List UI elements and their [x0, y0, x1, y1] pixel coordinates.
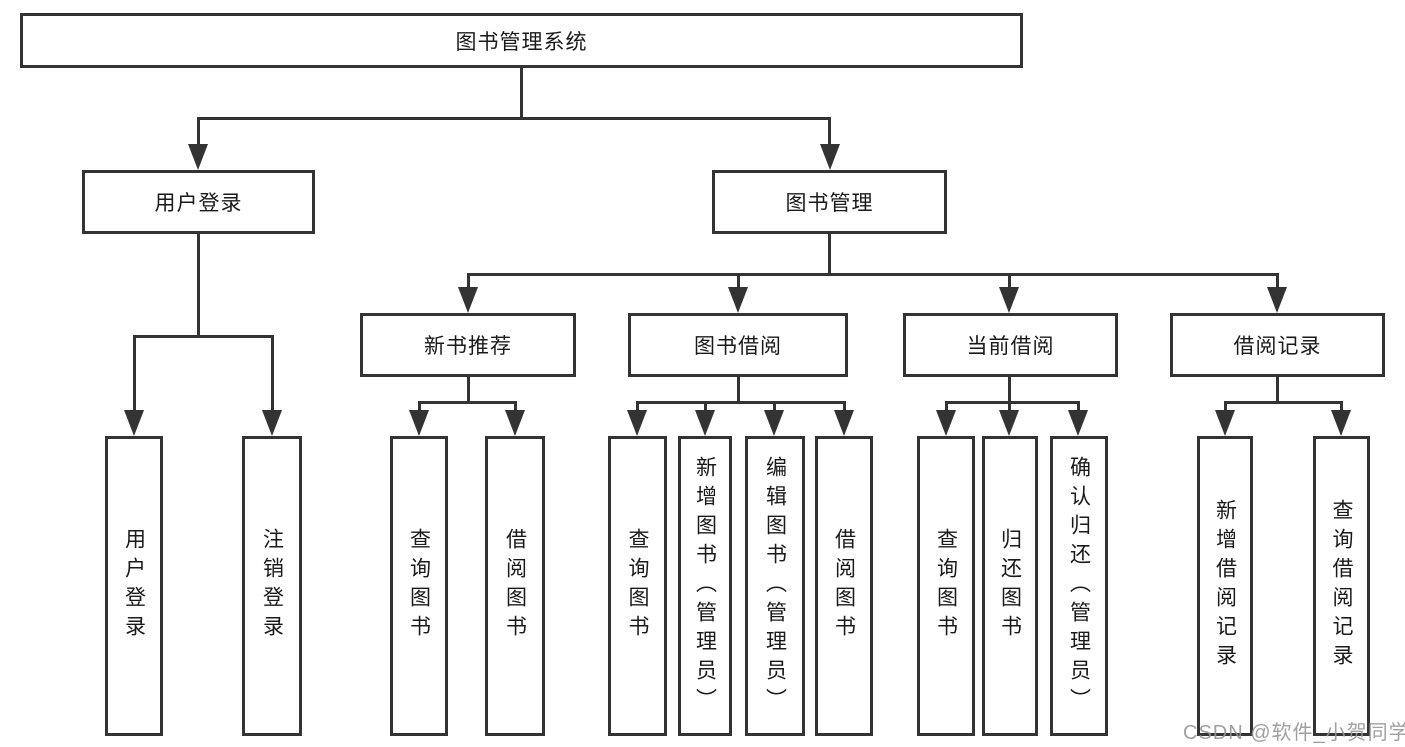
leaf-borrow-borrow-book-label: 借阅图书: [832, 528, 856, 644]
node-borrow-record: 借阅记录: [1170, 313, 1385, 377]
node-new-book-recommend: 新书推荐: [360, 313, 576, 377]
connector-to-leaf-logout: [271, 335, 274, 413]
connector-bookborrow-stem: [737, 377, 740, 404]
leaf-logout-label: 注销登录: [260, 528, 284, 644]
connector-bookmgmt-bar: [467, 273, 1279, 276]
node-new-book-recommend-label: 新书推荐: [424, 335, 512, 358]
leaf-current-query-book: 查询图书: [917, 436, 975, 736]
connector-to-cb-return: [1008, 401, 1011, 413]
leaf-borrow-add-book-admin-label: 新增图书（管理员）: [693, 455, 717, 717]
connector-to-br-query: [1340, 401, 1343, 413]
connector-to-curborrow: [1008, 273, 1011, 291]
leaf-recommend-query-book-label: 查询图书: [407, 528, 431, 644]
connector-to-cb-confirm: [1077, 401, 1080, 413]
leaf-recommend-query-book: 查询图书: [390, 436, 448, 736]
arrow-to-br-add: [1215, 410, 1235, 436]
connector-borrowrec-stem: [1276, 377, 1279, 404]
connector-to-bb-edit: [773, 401, 776, 413]
node-book-borrow: 图书借阅: [628, 313, 848, 377]
connector-curborrow-stem: [1008, 377, 1011, 404]
arrow-to-rec-query: [409, 410, 429, 436]
leaf-current-confirm-return-admin: 确认归还（管理员）: [1050, 436, 1108, 736]
leaf-recommend-borrow-book: 借阅图书: [485, 436, 545, 736]
arrow-to-leaf-login: [124, 410, 144, 436]
arrow-to-bb-edit: [764, 410, 784, 436]
connector-bookmgmt-stem: [828, 234, 831, 276]
arrow-to-newbookrec: [458, 287, 478, 313]
connector-to-leaf-login: [133, 335, 136, 413]
connector-borrowrec-bar: [1224, 401, 1342, 404]
leaf-recommend-borrow-book-label: 借阅图书: [503, 528, 527, 644]
arrow-to-bookborrow: [728, 287, 748, 313]
arrow-to-cb-return: [999, 410, 1019, 436]
leaf-current-confirm-return-admin-label: 确认归还（管理员）: [1067, 455, 1091, 717]
leaf-user-login: 用户登录: [105, 436, 163, 736]
node-root: 图书管理系统: [20, 13, 1023, 68]
node-current-borrow: 当前借阅: [903, 313, 1118, 377]
arrow-to-borrowrecord: [1267, 287, 1287, 313]
connector-to-br-add: [1224, 401, 1227, 413]
leaf-current-query-book-label: 查询图书: [934, 528, 958, 644]
arrow-to-bb-add: [695, 410, 715, 436]
node-current-borrow-label: 当前借阅: [966, 335, 1055, 358]
csdn-watermark: CSDN @软件_小贺同学: [1183, 722, 1405, 744]
leaf-borrow-query-book: 查询图书: [608, 436, 667, 736]
leaf-borrow-borrow-book: 借阅图书: [815, 436, 873, 736]
node-book-management: 图书管理: [712, 170, 947, 234]
leaf-user-login-label: 用户登录: [122, 528, 146, 644]
node-root-label: 图书管理系统: [455, 30, 588, 54]
leaf-current-return-book-label: 归还图书: [998, 528, 1022, 644]
connector-to-user-login: [197, 117, 200, 147]
node-book-borrow-label: 图书借阅: [694, 335, 782, 358]
connector-userlogin-stem: [197, 234, 200, 338]
arrow-to-cb-query: [936, 410, 956, 436]
leaf-borrow-add-book-admin: 新增图书（管理员）: [678, 436, 732, 736]
leaf-borrow-edit-book-admin: 编辑图书（管理员）: [745, 436, 805, 736]
connector-root-bar: [197, 117, 831, 120]
leaf-borrow-query-book-label: 查询图书: [626, 528, 649, 644]
connector-curborrow-bar: [945, 401, 1080, 404]
arrow-to-leaf-logout: [262, 410, 282, 436]
connector-root-stem: [520, 68, 523, 117]
arrow-to-rec-borrow: [505, 410, 525, 436]
connector-to-bookborrow: [737, 273, 740, 291]
connector-to-bb-query: [636, 401, 639, 413]
node-user-login-label: 用户登录: [154, 192, 243, 215]
connector-to-bb-add: [704, 401, 707, 413]
leaf-current-return-book: 归还图书: [982, 436, 1038, 736]
leaf-record-query-borrow-record: 查询借阅记录: [1313, 436, 1370, 736]
connector-userlogin-bar: [133, 335, 274, 338]
connector-to-rec-query: [418, 401, 421, 413]
leaf-borrow-edit-book-admin-label: 编辑图书（管理员）: [763, 455, 787, 717]
node-borrow-record-label: 借阅记录: [1233, 335, 1322, 358]
arrow-to-bb-query: [627, 410, 647, 436]
node-user-login: 用户登录: [82, 170, 315, 234]
arrow-to-cb-confirm: [1068, 410, 1088, 436]
connector-to-book-mgmt: [828, 117, 831, 147]
leaf-record-query-borrow-record-label: 查询借阅记录: [1330, 499, 1353, 673]
arrow-to-br-query: [1331, 410, 1351, 436]
connector-newbookrec-stem: [467, 377, 470, 404]
arrow-to-book-mgmt: [820, 144, 840, 170]
connector-to-bb-borrow: [843, 401, 846, 413]
connector-to-rec-borrow: [514, 401, 517, 413]
node-book-management-label: 图书管理: [785, 192, 874, 215]
connector-to-newbookrec: [467, 273, 470, 291]
arrow-to-bb-borrow: [834, 410, 854, 436]
connector-to-borrowrecord: [1276, 273, 1279, 291]
connector-newbookrec-bar: [418, 401, 517, 404]
leaf-record-add-borrow-record-label: 新增借阅记录: [1213, 499, 1237, 673]
leaf-record-add-borrow-record: 新增借阅记录: [1197, 436, 1253, 736]
arrow-to-curborrow: [999, 287, 1019, 313]
arrow-to-user-login: [188, 144, 208, 170]
leaf-logout: 注销登录: [242, 436, 302, 736]
connector-to-cb-query: [945, 401, 948, 413]
connector-bookborrow-bar: [636, 401, 846, 404]
